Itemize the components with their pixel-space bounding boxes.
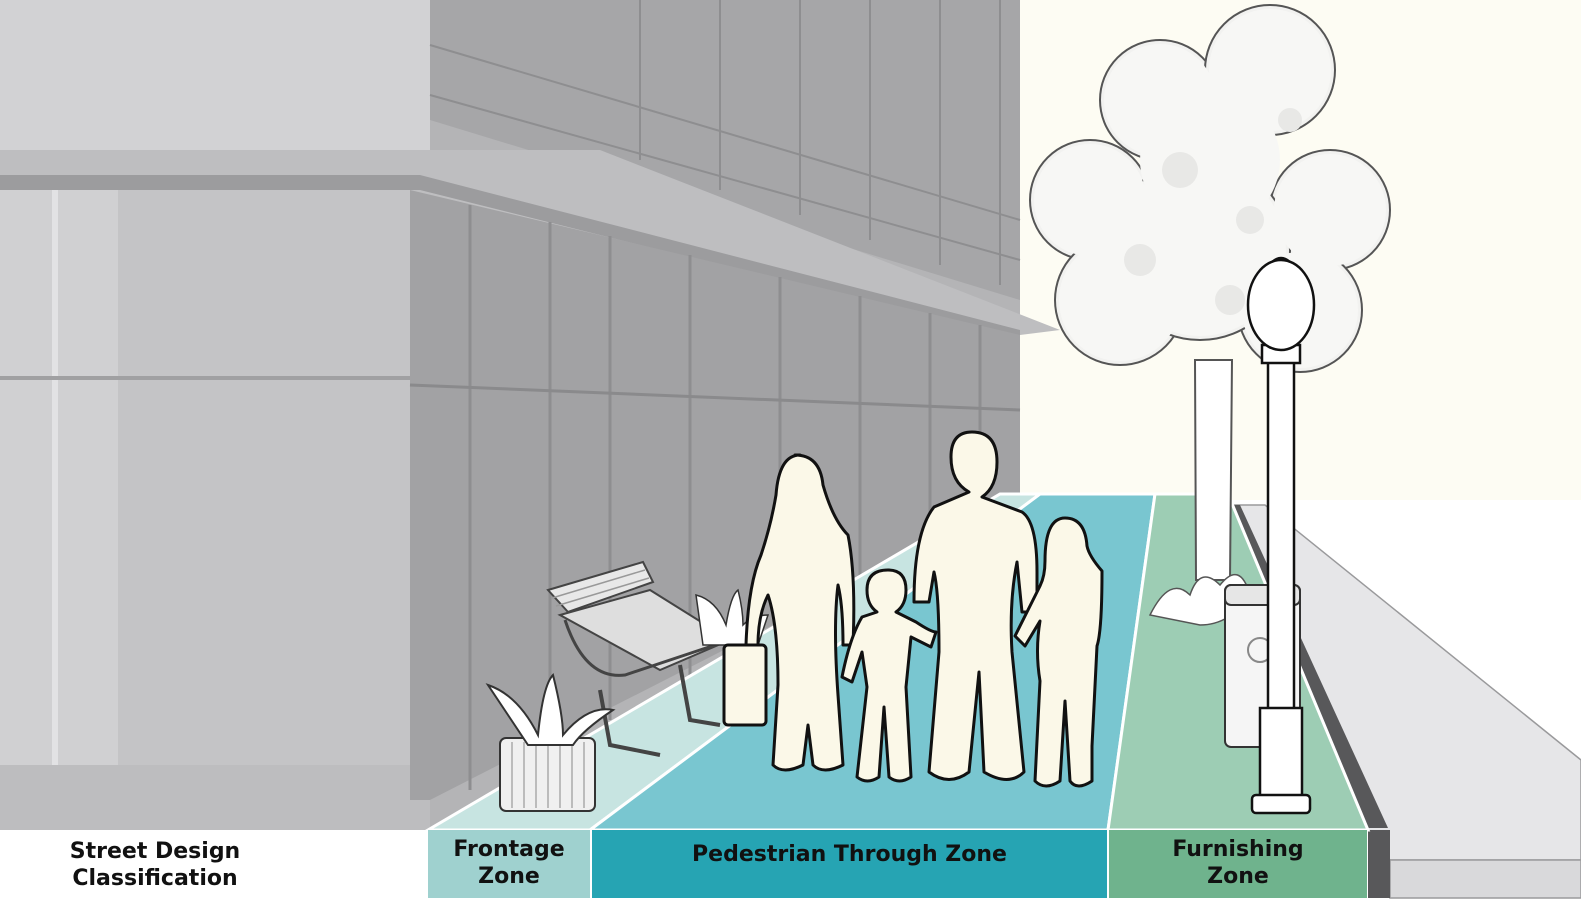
furnishing-zone-bar <box>1109 830 1367 898</box>
pedestrian-through-zone-label: Pedestrian Through Zone <box>692 841 1007 867</box>
furnishing-zone-label: Furnishing Zone <box>1172 837 1304 889</box>
people-group-icon <box>722 430 1104 788</box>
bench-icon <box>546 560 733 757</box>
zone-bars <box>428 830 1367 898</box>
street-lamp-icon <box>1246 256 1316 815</box>
street-design-classification-label: Street Design Classification <box>69 839 241 891</box>
frontage-zone-bar <box>428 830 590 898</box>
pedestrian-zone-bar <box>592 830 1107 898</box>
building-icon <box>0 0 1060 830</box>
frontage-zone-label: Frontage Zone <box>453 837 565 889</box>
